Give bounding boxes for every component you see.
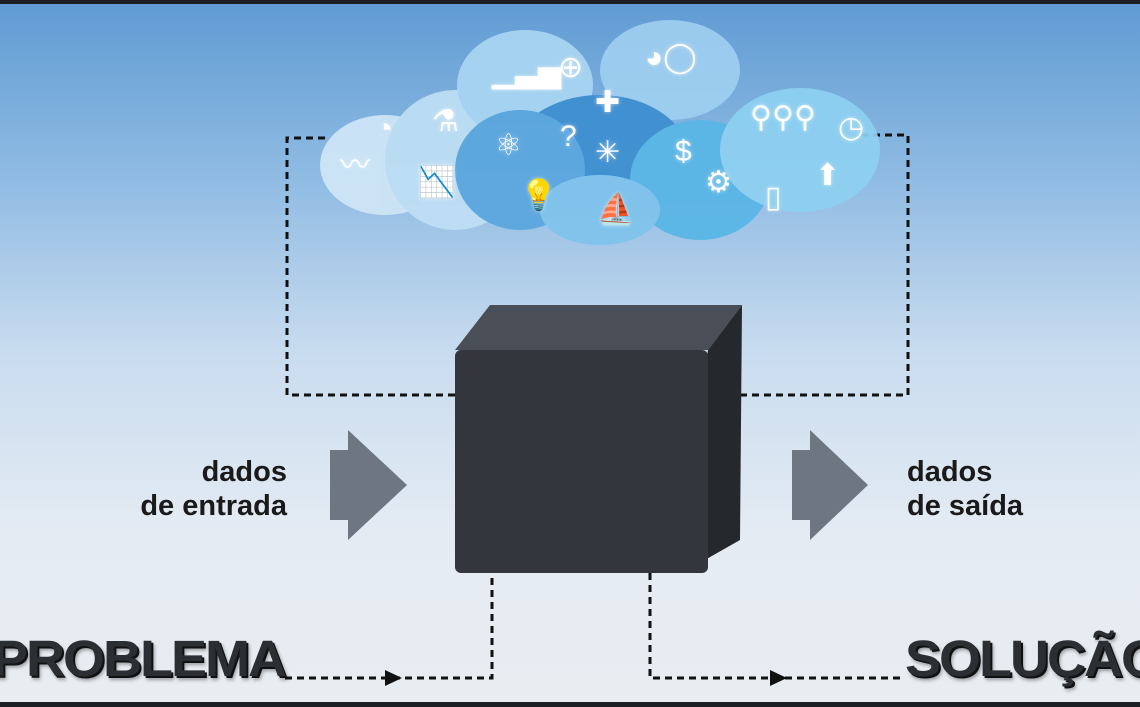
lightbulb-icon: 💡	[520, 179, 558, 212]
question-mark-icon: ?	[560, 120, 577, 153]
idea-cloud	[320, 20, 880, 245]
dollar-icon: $	[675, 135, 692, 168]
line-chart-icon: 📉	[418, 166, 456, 199]
pie-chart-icon: ◔	[375, 112, 394, 145]
problem-title: PROBLEMA	[0, 630, 287, 688]
sailboat-icon: ⛵	[597, 193, 635, 226]
black-box	[455, 305, 742, 573]
output-label-line1: dados	[907, 456, 993, 488]
target-icon: ⊕	[558, 51, 584, 84]
input-label-line1: dados	[201, 456, 287, 488]
document-icon: ▯	[765, 181, 782, 214]
bottom-border	[0, 702, 1140, 707]
pie-charts-icon: ◕◯	[645, 41, 697, 74]
clock-icon: ◷	[838, 111, 865, 144]
people-hierarchy-icon: ⚲⚲⚲	[750, 101, 816, 134]
gears-icon: ⚙	[705, 166, 732, 199]
problem-line	[285, 573, 494, 680]
wave-chart-icon: 〰	[340, 149, 370, 182]
output-arrow	[792, 430, 868, 540]
arrowhead-right	[770, 670, 787, 686]
solution-line	[648, 573, 905, 680]
bar-chart-icon: ▁▃▅	[492, 56, 562, 89]
puzzle-piece-icon: ✚	[595, 86, 621, 119]
arrowhead-left	[385, 670, 402, 686]
top-border	[0, 0, 1140, 4]
atom-icon: ⚛	[495, 129, 522, 162]
feedback-line-left	[285, 136, 455, 397]
network-icon: ✳	[595, 136, 621, 169]
input-arrow	[330, 430, 407, 540]
upload-arrow-icon: ⬆	[815, 159, 841, 192]
input-label-line2: de entrada	[140, 490, 287, 522]
feedback-line-right	[740, 133, 910, 397]
output-label-line2: de saída	[907, 490, 1024, 522]
solution-title: SOLUÇÃO	[905, 630, 1140, 688]
flask-icon: ⚗	[432, 105, 459, 138]
